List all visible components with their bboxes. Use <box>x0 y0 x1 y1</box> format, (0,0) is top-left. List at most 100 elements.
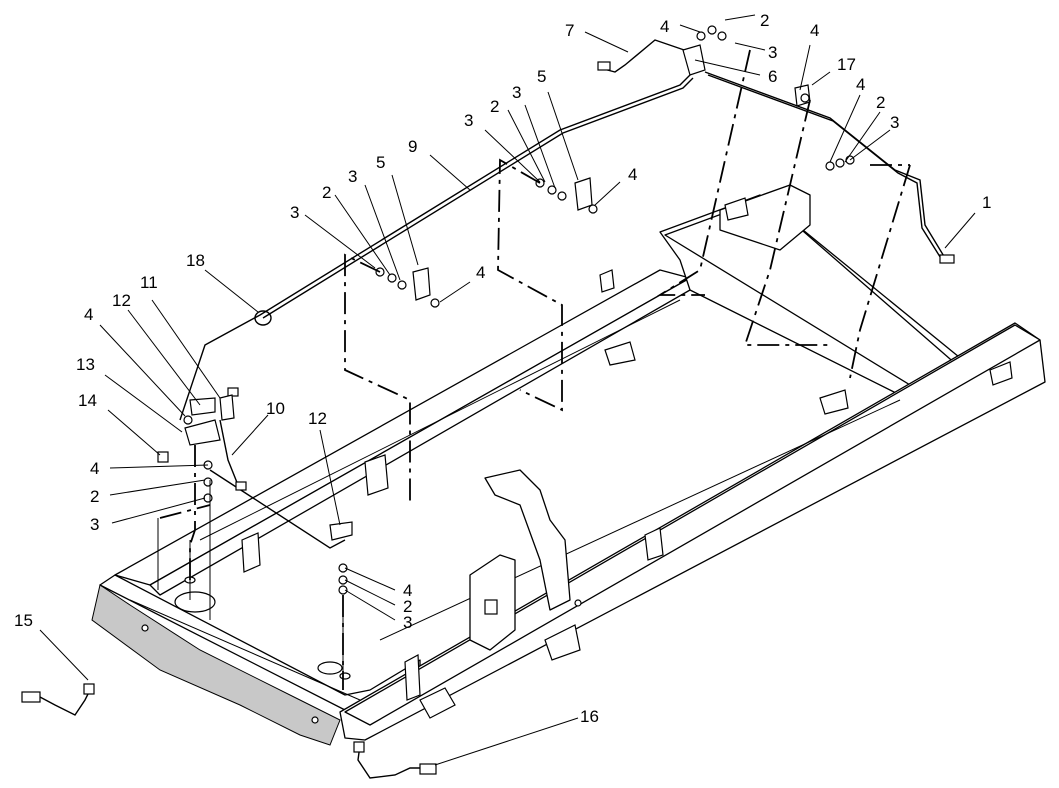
inner-floor-line <box>379 399 901 641</box>
mount-tab <box>599 269 615 293</box>
callout-labels: 1 2 4 3 6 7 4 17 4 2 3 9 5 3 2 3 4 5 3 2… <box>14 11 991 726</box>
callout-18: 18 <box>186 251 205 270</box>
phantom-line <box>189 445 196 580</box>
bracket-12-b <box>329 521 353 541</box>
callout-4: 4 <box>660 17 669 36</box>
phantom-line <box>159 504 211 519</box>
left-frame-rail-side <box>149 277 691 596</box>
callout-6: 6 <box>768 67 777 86</box>
callout-17: 17 <box>837 55 856 74</box>
mount-tab <box>644 527 664 561</box>
phantom-line <box>656 49 751 296</box>
phantom-line <box>743 99 830 346</box>
phantom-line <box>344 253 411 505</box>
tee-fitting-6 <box>682 44 706 76</box>
brake-line-1b <box>707 74 943 261</box>
frame-hole <box>339 672 351 680</box>
callout-3: 3 <box>403 613 412 632</box>
right-frame-rail-face <box>344 324 1041 726</box>
callout-5: 5 <box>376 153 385 172</box>
fitting <box>597 61 611 71</box>
chassis-frame <box>91 184 1046 746</box>
callout-3: 3 <box>90 515 99 534</box>
front-skid-plate <box>91 584 341 746</box>
bracket-12-a <box>189 397 216 416</box>
mount-tab <box>544 624 581 661</box>
brake-line-10 <box>219 419 239 486</box>
callout-1: 1 <box>982 193 991 212</box>
fitting <box>419 763 437 775</box>
fitting <box>939 254 955 264</box>
callout-13: 13 <box>76 355 95 374</box>
callout-5: 5 <box>537 67 546 86</box>
center-bracket <box>484 469 571 611</box>
callout-2: 2 <box>322 183 331 202</box>
phantom-line <box>497 158 563 412</box>
callout-4: 4 <box>90 459 99 478</box>
callout-16: 16 <box>580 707 599 726</box>
hose-15 <box>39 689 91 716</box>
callout-3: 3 <box>348 167 357 186</box>
frame-hole <box>574 599 582 607</box>
callout-9: 9 <box>408 137 417 156</box>
clamp-11 <box>219 394 235 421</box>
mount-tab <box>364 454 389 496</box>
callout-7: 7 <box>565 21 574 40</box>
hardware-stack <box>183 25 855 595</box>
fitting <box>227 387 239 397</box>
clip-18 <box>254 310 272 326</box>
brake-line-9b <box>262 77 694 319</box>
fitting <box>157 451 169 463</box>
callout-4: 4 <box>856 75 865 94</box>
callout-3: 3 <box>290 203 299 222</box>
fitting <box>83 683 95 695</box>
brake-line-7 <box>599 39 691 73</box>
callout-4: 4 <box>628 165 637 184</box>
callout-2: 2 <box>90 487 99 506</box>
hose-16 <box>357 744 428 779</box>
callout-11: 11 <box>140 273 158 292</box>
fitting <box>353 741 365 753</box>
mount-tab <box>819 389 849 415</box>
callout-10: 10 <box>266 399 285 418</box>
callout-2: 2 <box>490 97 499 116</box>
frame-hole <box>317 661 343 675</box>
fitting <box>235 481 247 491</box>
callout-4: 4 <box>403 581 412 600</box>
mount-tab <box>404 654 421 701</box>
fitting <box>21 691 41 703</box>
callout-3: 3 <box>464 111 473 130</box>
leader-lines <box>39 14 976 766</box>
callout-4: 4 <box>476 263 485 282</box>
callout-15: 15 <box>14 611 33 630</box>
callout-4: 4 <box>84 305 93 324</box>
frame-hole <box>141 624 149 632</box>
mount-tab <box>419 687 456 719</box>
callout-2: 2 <box>403 597 412 616</box>
brake-lines <box>21 25 955 779</box>
clamp-5-a <box>412 267 431 301</box>
brake-line-9 <box>179 74 691 421</box>
callout-2: 2 <box>876 93 885 112</box>
callout-14: 14 <box>78 391 97 410</box>
callout-3: 3 <box>768 43 777 62</box>
brake-line-12 <box>209 469 346 549</box>
frame-hole <box>311 716 319 724</box>
callout-3: 3 <box>890 113 899 132</box>
tee-fitting-13 <box>184 419 221 446</box>
callout-12: 12 <box>112 291 131 310</box>
plate-slot <box>484 599 498 615</box>
frame-hole <box>174 591 216 613</box>
callout-12: 12 <box>308 409 327 428</box>
phantom-line <box>849 164 911 379</box>
inner-floor-line <box>129 599 361 701</box>
mount-tab <box>989 361 1013 386</box>
mount-tab <box>724 197 749 221</box>
callout-4: 4 <box>810 21 819 40</box>
phantom-lines <box>159 49 911 690</box>
mount-tab <box>604 341 636 366</box>
clamp-5-b <box>574 177 593 211</box>
inner-floor-line <box>199 299 681 541</box>
